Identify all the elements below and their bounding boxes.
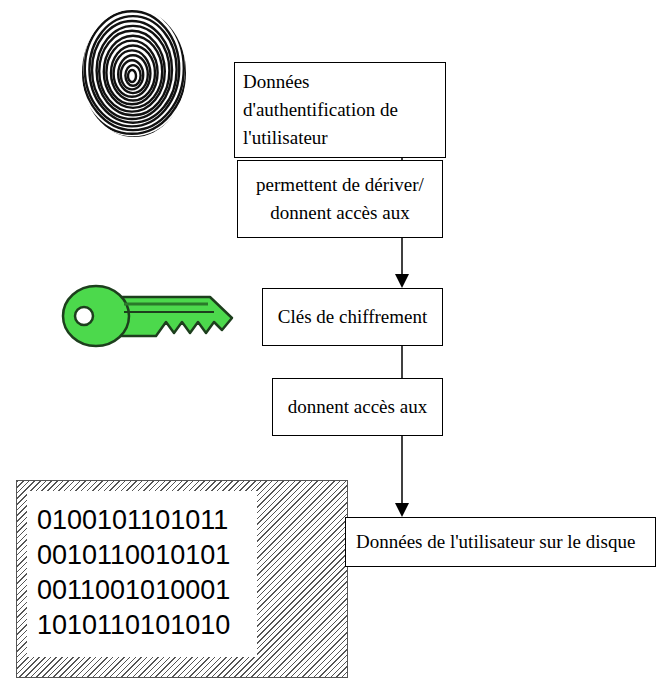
connector-line: [401, 346, 403, 378]
fingerprint-ridge: [104, 36, 162, 108]
fingerprint-ridge: [121, 60, 143, 89]
fingerprint-ridge: [118, 55, 148, 93]
connector: [395, 238, 409, 288]
fingerprint-ridge: [85, 11, 179, 126]
box-label: Clés de chiffrement: [269, 303, 436, 331]
fingerprint-ridge: [111, 46, 155, 101]
box-label: donnent accès aux: [279, 393, 436, 421]
binary-data: 0100101101011 0010110010101 001100101000…: [37, 503, 247, 643]
process-box: Clés de chiffrement: [262, 288, 443, 346]
fingerprint-ridge: [128, 70, 136, 82]
connector: [395, 436, 409, 517]
data-block-ground: 0100101101011 0010110010101 001100101000…: [27, 491, 257, 657]
fingerprint-ridge: [99, 31, 165, 112]
fingerprint-icon: [78, 6, 190, 140]
fingerprint-ridge: [97, 26, 170, 115]
fingerprint-ridge: [92, 21, 172, 119]
connector-line: [401, 238, 403, 274]
key-icon: [56, 276, 240, 356]
fingerprint-ridge: [106, 41, 157, 105]
process-box: donnent accès aux: [272, 378, 443, 436]
box-label: permettent de dériver/ donnent accès aux: [244, 171, 436, 227]
fingerprint-ridge: [125, 65, 140, 86]
fingerprint-ridge: [114, 50, 151, 96]
data-block: 0100101101011 0010110010101 001100101000…: [16, 480, 348, 678]
process-box: Données d'authentification de l'utilisat…: [234, 62, 446, 158]
process-box: Données de l'utilisateur sur le disque: [345, 517, 656, 567]
process-box: permettent de dériver/ donnent accès aux: [237, 160, 443, 238]
fingerprint-ridge: [89, 16, 176, 123]
fingerprint-ridge: [78, 6, 190, 138]
fingerprint-ridge: [82, 6, 184, 130]
arrow-head: [395, 274, 409, 288]
arrow-head: [395, 503, 409, 517]
box-label: Données de l'utilisateur sur le disque: [356, 528, 645, 556]
fingerprint-ridge: [78, 6, 186, 134]
connector-line: [401, 436, 403, 503]
connector: [402, 346, 403, 378]
box-label: Données d'authentification de l'utilisat…: [243, 68, 437, 152]
